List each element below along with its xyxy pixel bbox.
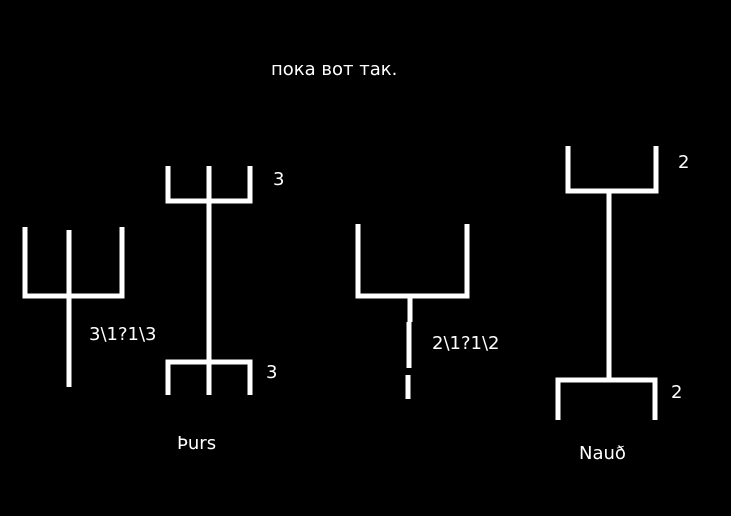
middle-fork-cup: [355, 224, 470, 299]
naud-bottom-count: 2: [671, 382, 683, 403]
thurs-name-label: Þurs: [177, 433, 217, 454]
left-fork-cup: [22, 227, 125, 299]
naud-bottom-cup: [555, 377, 658, 420]
middle-sequence-label: 2\1?1\2: [432, 333, 500, 354]
heading-text: пока вот так.: [271, 59, 398, 80]
thurs-top-count: 3: [273, 169, 285, 190]
naud-name-label: Nauð: [579, 443, 626, 464]
thurs-bottom-cup: [165, 359, 253, 395]
naud-top-count: 2: [678, 152, 690, 173]
thurs-sequence-label: 3\1?1\3: [89, 324, 157, 345]
thurs-bottom-count: 3: [266, 362, 278, 383]
naud-top-cup: [565, 146, 659, 194]
